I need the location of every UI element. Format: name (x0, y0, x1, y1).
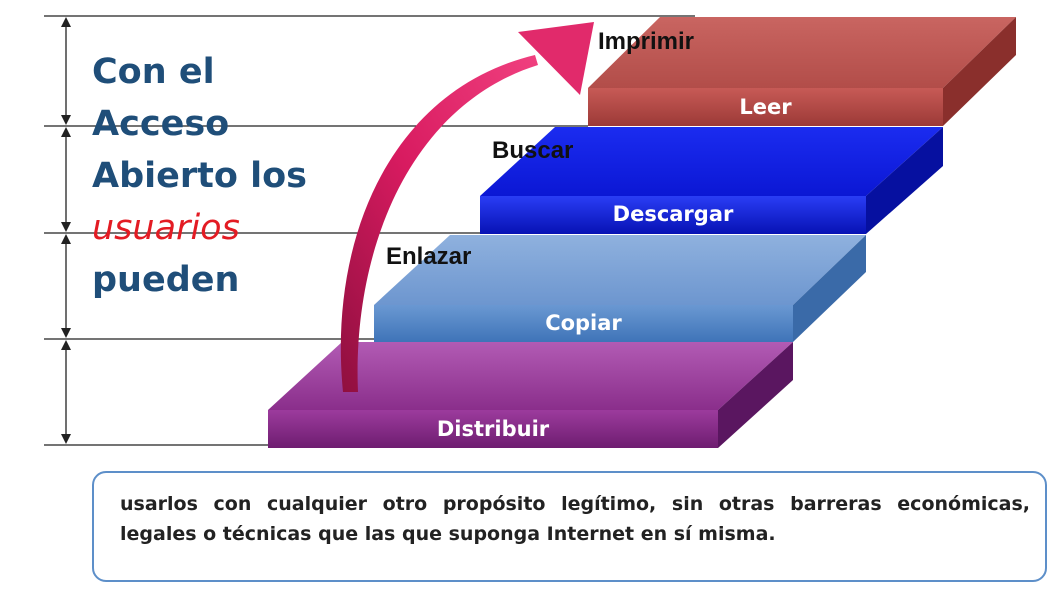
label-copiar: Copiar (545, 311, 622, 335)
step-leer (588, 17, 1016, 126)
heading-line-5: pueden (92, 260, 240, 300)
label-enlazar: Enlazar (386, 243, 472, 270)
heading-line-3: Abierto los (92, 156, 307, 196)
heading-line-4: usuarios (92, 208, 240, 248)
heading-line-1: Con el (92, 52, 215, 92)
label-descargar: Descargar (612, 202, 734, 226)
label-leer: Leer (739, 95, 792, 119)
label-distribuir: Distribuir (436, 417, 550, 441)
heading-line-2: Acceso (92, 104, 230, 144)
curved-arrow-icon (340, 22, 594, 392)
label-imprimir: Imprimir (598, 28, 695, 55)
step-distribuir (268, 342, 793, 448)
measure-arrowheads (61, 17, 71, 444)
label-buscar: Buscar (492, 137, 574, 164)
step-descargar (480, 127, 943, 234)
step-copiar (374, 235, 866, 342)
note-box (92, 471, 1047, 582)
measure-lines (44, 15, 695, 446)
page-heading: Con el Acceso Abierto los usuarios puede… (92, 46, 392, 306)
note-text: usarlos con cualquier otro propósito leg… (120, 493, 1030, 545)
